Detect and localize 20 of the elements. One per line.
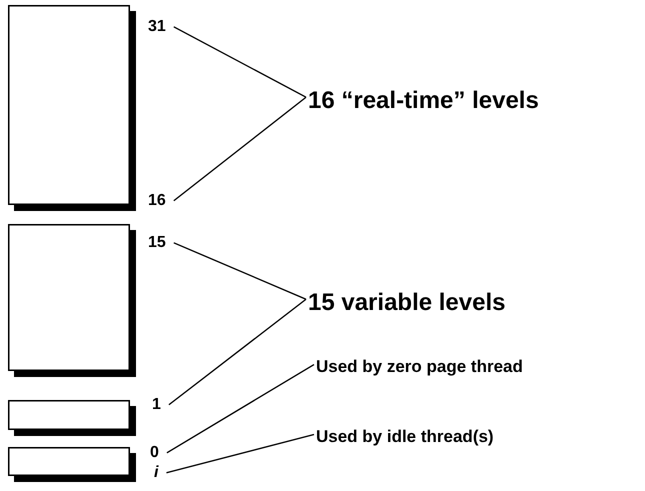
number-label: 15 bbox=[148, 234, 166, 252]
level-block bbox=[8, 224, 136, 377]
leader-line bbox=[166, 434, 314, 474]
leader-line bbox=[168, 298, 306, 406]
range-label: 16 “real-time” levels bbox=[308, 88, 539, 114]
level-block bbox=[8, 400, 136, 436]
level-block bbox=[8, 447, 136, 482]
number-label: 16 bbox=[148, 192, 166, 210]
number-label: i bbox=[154, 464, 158, 482]
leader-line bbox=[173, 26, 306, 98]
number-label: 1 bbox=[152, 396, 161, 414]
leader-line bbox=[174, 242, 306, 300]
number-label: 0 bbox=[150, 444, 159, 462]
level-block bbox=[8, 5, 136, 211]
range-label: 15 variable levels bbox=[308, 290, 506, 316]
leader-line bbox=[173, 96, 306, 202]
leader-line bbox=[166, 364, 314, 454]
number-label: 31 bbox=[148, 18, 166, 36]
usage-label: Used by idle thread(s) bbox=[316, 428, 494, 447]
usage-label: Used by zero page thread bbox=[316, 358, 523, 377]
